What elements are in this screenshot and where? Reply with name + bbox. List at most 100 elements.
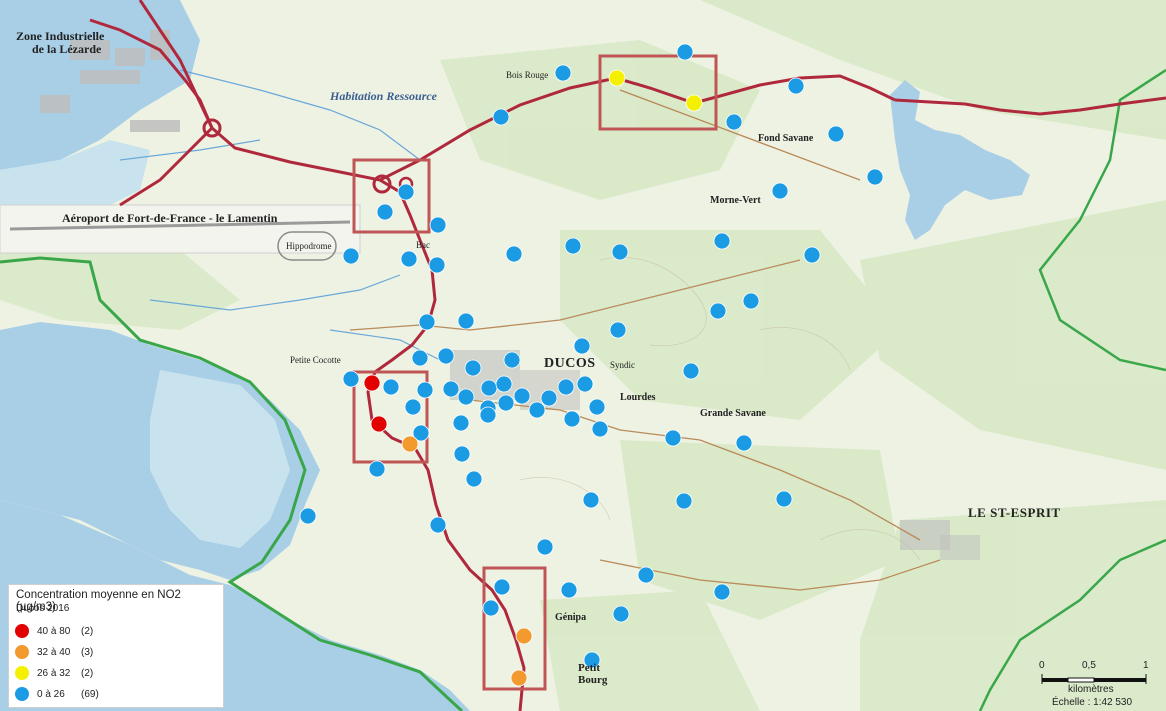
site-marker-base[interactable] xyxy=(480,379,498,397)
site-marker-base[interactable] xyxy=(503,351,521,369)
site-marker-base[interactable] xyxy=(637,566,655,584)
site-marker-base[interactable] xyxy=(368,460,386,478)
site-marker-low[interactable] xyxy=(608,69,626,87)
site-marker-base[interactable] xyxy=(442,380,460,398)
label-morne-vert: Morne-Vert xyxy=(710,195,761,206)
site-marker-base[interactable] xyxy=(493,578,511,596)
shallows xyxy=(150,370,290,548)
site-marker-base[interactable] xyxy=(771,182,789,200)
site-marker-base[interactable] xyxy=(382,378,400,396)
site-marker-base[interactable] xyxy=(540,389,558,407)
site-marker-mid[interactable] xyxy=(401,435,419,453)
site-marker-base[interactable] xyxy=(428,256,446,274)
site-marker-base[interactable] xyxy=(563,410,581,428)
label-zone-industrielle: Zone Industrielle xyxy=(16,29,105,43)
label-hippodrome: Hippodrome xyxy=(286,241,332,251)
site-marker-base[interactable] xyxy=(664,429,682,447)
site-marker-base[interactable] xyxy=(429,216,447,234)
site-marker-base[interactable] xyxy=(713,232,731,250)
site-marker-base[interactable] xyxy=(497,394,515,412)
site-marker-base[interactable] xyxy=(591,420,609,438)
site-marker-base[interactable] xyxy=(742,292,760,310)
highway xyxy=(89,0,1166,711)
frame-interchange xyxy=(352,158,431,234)
site-marker-base[interactable] xyxy=(299,507,317,525)
site-marker-base[interactable] xyxy=(827,125,845,143)
site-marker-base[interactable] xyxy=(536,538,554,556)
site-marker-base[interactable] xyxy=(465,470,483,488)
site-marker-base[interactable] xyxy=(416,381,434,399)
site-marker-base[interactable] xyxy=(457,312,475,330)
label-genipa: Génipa xyxy=(555,612,587,623)
site-marker-base[interactable] xyxy=(418,313,436,331)
site-marker-base[interactable] xyxy=(495,375,513,393)
legend-title: Concentration moyenne en NO2 (µg/m3) xyxy=(16,589,181,613)
site-marker-base[interactable] xyxy=(452,414,470,432)
site-marker-base[interactable] xyxy=(866,168,884,186)
site-marker-base[interactable] xyxy=(505,245,523,263)
site-marker-base[interactable] xyxy=(411,349,429,367)
scale-unit: kilomètres xyxy=(1068,684,1114,695)
site-marker-high[interactable] xyxy=(363,374,381,392)
scale-bar-graphic xyxy=(1041,674,1147,684)
site-marker-base[interactable] xyxy=(612,605,630,623)
monitoring-sites[interactable] xyxy=(299,43,884,687)
site-marker-base[interactable] xyxy=(492,108,510,126)
site-marker-base[interactable] xyxy=(412,424,430,442)
roundabout xyxy=(372,174,392,194)
site-marker-base[interactable] xyxy=(576,375,594,393)
legend-range: 26 à 32 xyxy=(37,667,71,679)
site-marker-base[interactable] xyxy=(429,516,447,534)
site-marker-base[interactable] xyxy=(482,599,500,617)
site-marker-base[interactable] xyxy=(404,398,422,416)
legend-range: 40 à 80 xyxy=(37,625,71,637)
site-marker-base[interactable] xyxy=(513,387,531,405)
legend: Concentration moyenne en NO2 (µg/m3) Duc… xyxy=(8,584,224,708)
site-marker-base[interactable] xyxy=(675,492,693,510)
site-marker-base[interactable] xyxy=(682,362,700,380)
legend-row-mid: 32 à 40 (3) xyxy=(15,643,93,661)
site-marker-base[interactable] xyxy=(437,347,455,365)
site-marker-base[interactable] xyxy=(611,243,629,261)
site-marker-base[interactable] xyxy=(713,583,731,601)
site-marker-base[interactable] xyxy=(564,237,582,255)
site-marker-base[interactable] xyxy=(376,203,394,221)
site-marker-high[interactable] xyxy=(370,415,388,433)
frame-north xyxy=(598,54,718,131)
site-marker-base[interactable] xyxy=(582,491,600,509)
site-marker-base[interactable] xyxy=(557,378,575,396)
site-marker-base[interactable] xyxy=(735,434,753,452)
site-marker-base[interactable] xyxy=(528,401,546,419)
site-marker-base[interactable] xyxy=(588,398,606,416)
site-marker-base[interactable] xyxy=(709,302,727,320)
legend-range: 32 à 40 xyxy=(37,646,71,658)
site-marker-base[interactable] xyxy=(803,246,821,264)
legend-dot-low xyxy=(15,666,29,680)
site-marker-base[interactable] xyxy=(787,77,805,95)
legend-dot-mid xyxy=(15,645,29,659)
site-marker-base[interactable] xyxy=(342,370,360,388)
scale-tick-half: 0,5 xyxy=(1082,660,1096,671)
site-marker-base[interactable] xyxy=(775,490,793,508)
site-marker-base[interactable] xyxy=(397,183,415,201)
site-marker-low[interactable] xyxy=(685,94,703,112)
site-marker-base[interactable] xyxy=(464,359,482,377)
site-marker-base[interactable] xyxy=(573,337,591,355)
site-marker-base[interactable] xyxy=(400,250,418,268)
scale-tick-0: 0 xyxy=(1039,660,1045,671)
site-marker-base[interactable] xyxy=(342,247,360,265)
site-marker-mid[interactable] xyxy=(510,669,528,687)
site-marker-base[interactable] xyxy=(457,388,475,406)
site-marker-base[interactable] xyxy=(583,651,601,669)
site-marker-base[interactable] xyxy=(725,113,743,131)
legend-count: (2) xyxy=(81,625,94,637)
site-marker-base[interactable] xyxy=(609,321,627,339)
site-marker-base[interactable] xyxy=(479,406,497,424)
built-up xyxy=(40,30,980,560)
site-marker-mid[interactable] xyxy=(515,627,533,645)
site-marker-base[interactable] xyxy=(554,64,572,82)
site-marker-base[interactable] xyxy=(560,581,578,599)
site-marker-base[interactable] xyxy=(676,43,694,61)
site-marker-base[interactable] xyxy=(453,445,471,463)
